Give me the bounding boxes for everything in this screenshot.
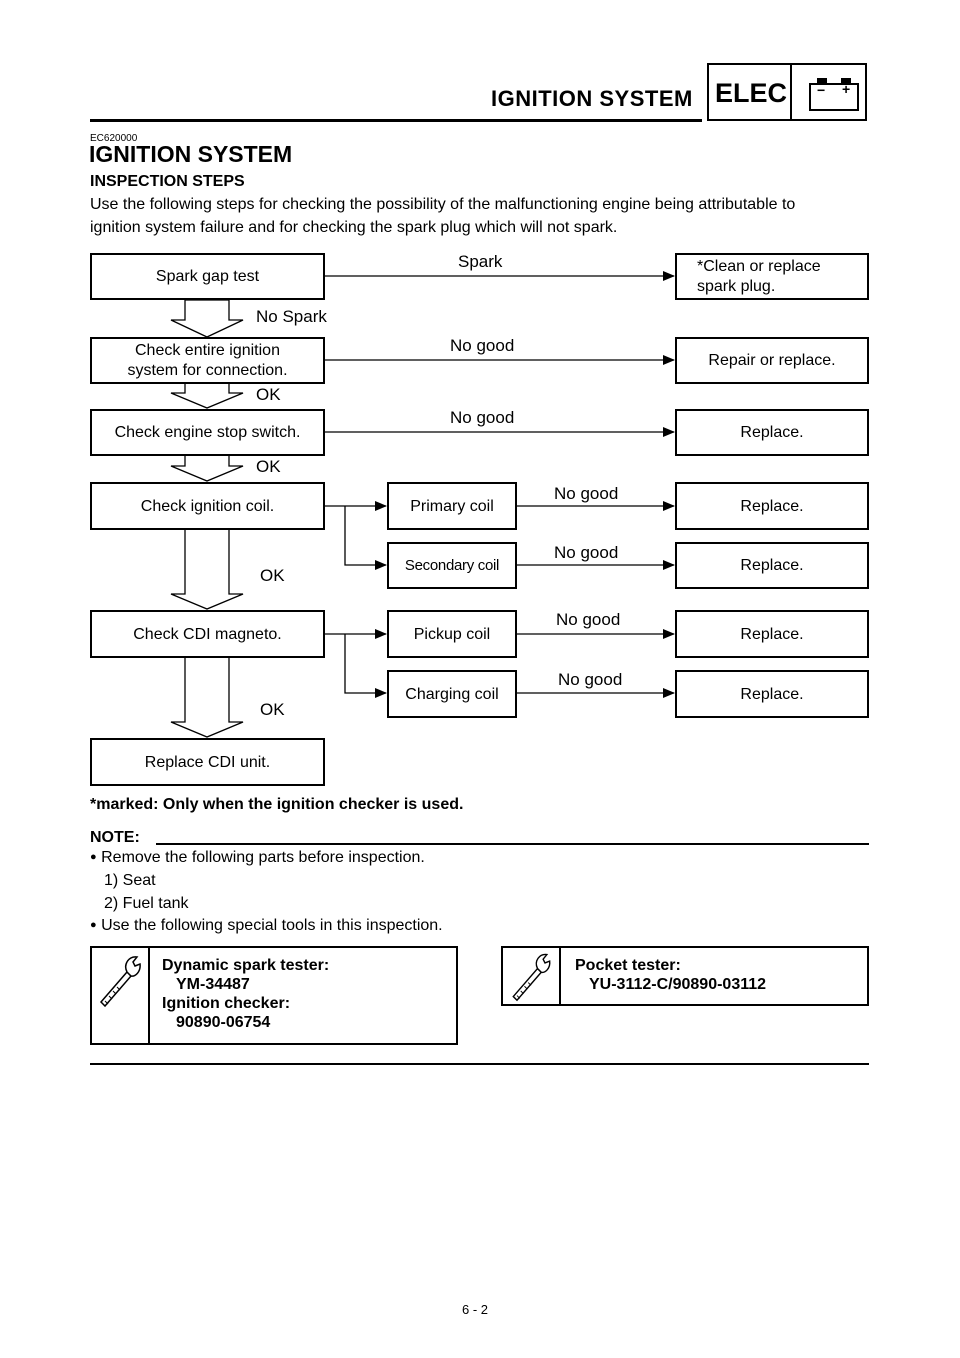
check-ignition-coil-box: Check ignition coil. bbox=[90, 482, 325, 530]
replace-box-2: Replace. bbox=[675, 482, 869, 530]
header-rule bbox=[90, 119, 702, 122]
no-good-label: No good bbox=[558, 670, 623, 689]
no-good-label: No good bbox=[450, 336, 515, 355]
doc-code: EC620000 bbox=[90, 133, 138, 144]
replace-box-5: Replace. bbox=[675, 670, 869, 718]
note-bullet-1: ● Remove the following parts before insp… bbox=[90, 849, 425, 866]
no-spark-label: No Spark bbox=[256, 307, 327, 326]
flowchart-connectors bbox=[170, 271, 675, 738]
badge-divider bbox=[790, 65, 792, 119]
elec-badge: ELEC − + bbox=[707, 63, 867, 121]
spark-gap-test-box: Spark gap test bbox=[90, 253, 325, 300]
ok-label: OK bbox=[260, 700, 285, 719]
bullet-icon: ● bbox=[90, 851, 97, 863]
note-rule bbox=[156, 843, 869, 845]
ok-label: OK bbox=[256, 385, 281, 404]
wrench-icon bbox=[503, 948, 561, 1004]
note-item-2: 2) Fuel tank bbox=[104, 895, 189, 912]
repair-replace-box: Repair or replace. bbox=[675, 337, 869, 384]
intro-line-2: ignition system failure and for checking… bbox=[90, 219, 618, 236]
elec-label: ELEC bbox=[715, 78, 788, 108]
note-item-1: 1) Seat bbox=[104, 872, 156, 889]
marked-note: *marked: Only when the ignition checker … bbox=[90, 796, 464, 813]
battery-icon: − + bbox=[809, 77, 861, 111]
page-number: 6 - 2 bbox=[462, 1302, 489, 1317]
pickup-coil-box: Pickup coil bbox=[387, 610, 517, 658]
spark-label: Spark bbox=[458, 252, 503, 271]
no-good-label: No good bbox=[556, 610, 621, 629]
ok-label: OK bbox=[256, 457, 281, 476]
wrench-icon bbox=[92, 948, 150, 1043]
note-bullet-2: ● Use the following special tools in thi… bbox=[90, 917, 443, 934]
header-section-title: IGNITION SYSTEM bbox=[491, 86, 693, 111]
replace-box-1: Replace. bbox=[675, 409, 869, 456]
note-end-rule bbox=[90, 1063, 869, 1065]
note-label: NOTE: bbox=[90, 829, 140, 846]
special-tool-box-1: Dynamic spark tester: YM-34487 Ignition … bbox=[90, 946, 458, 1045]
intro-line-1: Use the following steps for checking the… bbox=[90, 196, 796, 213]
secondary-coil-box: Secondary coil bbox=[387, 542, 517, 589]
replace-box-4: Replace. bbox=[675, 610, 869, 658]
tool-text-2: Pocket tester: YU-3112-C/90890-03112 bbox=[575, 957, 767, 993]
primary-coil-box: Primary coil bbox=[387, 482, 517, 530]
charging-coil-box: Charging coil bbox=[387, 670, 517, 718]
ok-label: OK bbox=[260, 566, 285, 585]
no-good-label: No good bbox=[554, 543, 619, 562]
bullet-icon: ● bbox=[90, 919, 97, 931]
replace-box-3: Replace. bbox=[675, 542, 869, 589]
check-cdi-magneto-box: Check CDI magneto. bbox=[90, 610, 325, 658]
page-title: IGNITION SYSTEM bbox=[89, 141, 293, 167]
replace-cdi-box: Replace CDI unit. bbox=[90, 738, 325, 786]
no-good-label: No good bbox=[554, 484, 619, 503]
no-good-label: No good bbox=[450, 408, 515, 427]
tool-text-1: Dynamic spark tester: YM-34487 Ignition … bbox=[162, 957, 330, 1031]
subheading: INSPECTION STEPS bbox=[90, 173, 245, 190]
special-tool-box-2: Pocket tester: YU-3112-C/90890-03112 bbox=[501, 946, 869, 1006]
check-stop-switch-box: Check engine stop switch. bbox=[90, 409, 325, 456]
